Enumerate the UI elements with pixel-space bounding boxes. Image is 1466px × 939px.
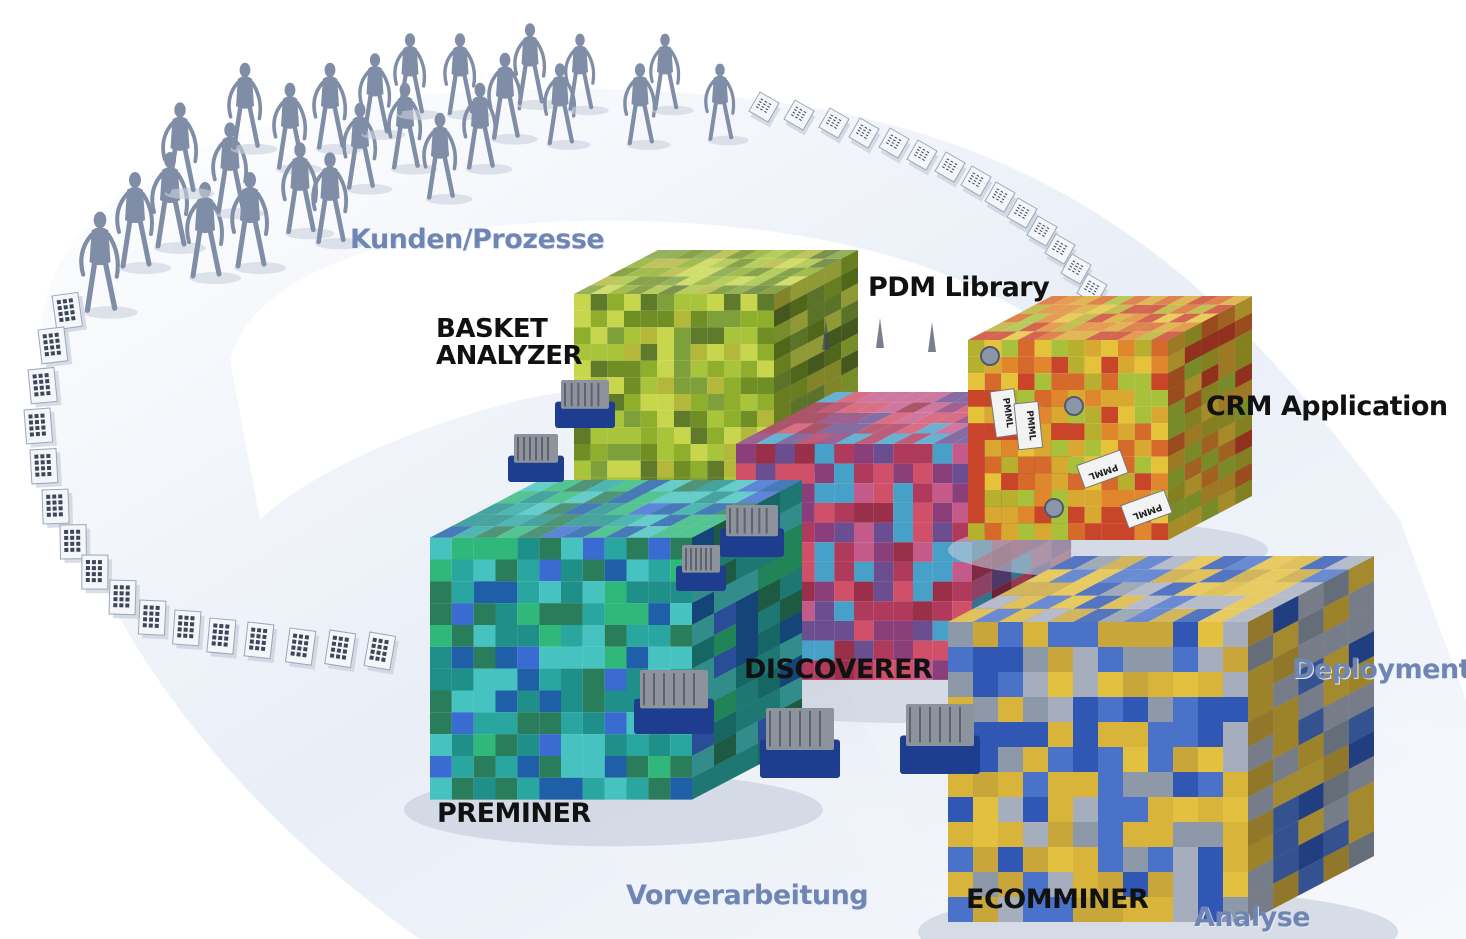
walking-figure-4 (185, 182, 241, 284)
pmml-tag-text-2: PMML (1024, 410, 1037, 441)
document-sheet-11 (172, 609, 205, 651)
document-sheet-10 (137, 599, 170, 640)
document-sheet-15 (324, 629, 360, 673)
pmml-tag-text-1: PMML (1000, 397, 1014, 429)
walking-figure-10 (312, 62, 363, 155)
walking-figure-9 (281, 142, 335, 240)
connector-box-5 (760, 708, 840, 778)
walking-figure-18 (487, 52, 538, 145)
walking-figure-25 (311, 152, 365, 250)
document-sheet-7 (59, 524, 91, 563)
walking-figure-5 (161, 102, 215, 200)
walking-figure-1 (79, 211, 138, 319)
document-sheet-16 (363, 631, 399, 675)
document-sheet-1 (51, 291, 87, 334)
label-ecomminer: ECOMMINER (966, 884, 1149, 915)
walking-figure-23 (649, 33, 694, 116)
label-basket-analyzer: BASKET ANALYZER (436, 314, 582, 372)
document-sheet-25 (984, 181, 1017, 218)
walking-figure-19 (513, 23, 561, 110)
document-sheet-12 (206, 617, 240, 659)
document-sheet-8 (81, 554, 112, 594)
connector-box-7 (676, 545, 726, 591)
customer-figures (79, 23, 749, 319)
bolt-3 (1044, 498, 1064, 518)
label-basket-analyzer-line2: ANALYZER (436, 341, 582, 372)
document-sheets (23, 91, 1123, 675)
walking-figure-26 (230, 172, 286, 274)
flow-marker-2 (876, 318, 884, 348)
document-sheet-6 (41, 488, 74, 528)
document-sheet-19 (818, 107, 851, 144)
document-sheet-21 (878, 127, 911, 164)
document-sheet-2 (37, 326, 73, 368)
walking-figure-7 (227, 62, 278, 155)
flow-marker-3 (928, 322, 936, 352)
label-basket-analyzer-line1: BASKET (436, 314, 548, 344)
connector-box-2 (508, 434, 564, 482)
label-vorverarbeitung: Vorverarbeitung (626, 880, 869, 911)
document-sheet-4 (23, 407, 57, 448)
walking-figure-22 (623, 63, 671, 150)
document-sheet-17 (748, 91, 781, 128)
document-sheet-14 (284, 627, 320, 670)
pmml-tag-1: PMML (989, 388, 1021, 439)
walking-figure-15 (422, 112, 473, 205)
document-sheet-5 (29, 448, 63, 488)
label-crm-application: CRM Application (1206, 391, 1448, 422)
document-sheet-22 (906, 139, 939, 176)
label-deployment: Deployment (1292, 654, 1466, 685)
connector-box-6 (900, 704, 980, 774)
walking-figure-12 (358, 53, 406, 140)
walking-figure-20 (543, 63, 591, 150)
label-pdm-library: PDM Library (868, 272, 1050, 303)
bolt-1 (980, 346, 1000, 366)
walking-figure-24 (704, 63, 749, 146)
document-sheet-3 (27, 366, 62, 408)
crm-application-cube: PMMLPMMLPMMLPMMLPMML (948, 296, 1268, 593)
document-sheet-20 (848, 117, 881, 154)
document-sheet-26 (1006, 197, 1039, 234)
document-sheet-13 (243, 621, 278, 664)
pmml-tag-3: PMML (1076, 449, 1129, 489)
label-preminer: PREMINER (437, 798, 591, 829)
connector-boxes (508, 318, 980, 778)
document-sheet-23 (934, 151, 967, 188)
pmml-tag-2: PMML (1013, 400, 1044, 451)
label-kunden-prozesse: Kunden/Prozesse (350, 224, 605, 255)
walking-figure-17 (462, 82, 513, 175)
document-sheet-9 (108, 579, 140, 619)
connector-box-3 (720, 505, 784, 557)
walking-figure-2 (115, 172, 171, 274)
label-analyse: Analyse (1194, 902, 1311, 933)
flow-marker-1 (822, 320, 830, 350)
connector-box-1 (555, 380, 615, 428)
document-sheet-18 (783, 99, 816, 136)
walking-figure-14 (393, 33, 441, 120)
ecomminer-cube (918, 556, 1398, 939)
label-discoverer: DISCOVERER (744, 654, 933, 685)
pmml-tag-4: PMML (1120, 489, 1173, 529)
bolt-2 (1064, 396, 1084, 416)
connector-box-4 (634, 670, 714, 734)
walking-figure-21 (564, 33, 609, 116)
document-sheet-24 (960, 165, 993, 202)
walking-figure-11 (342, 102, 393, 195)
